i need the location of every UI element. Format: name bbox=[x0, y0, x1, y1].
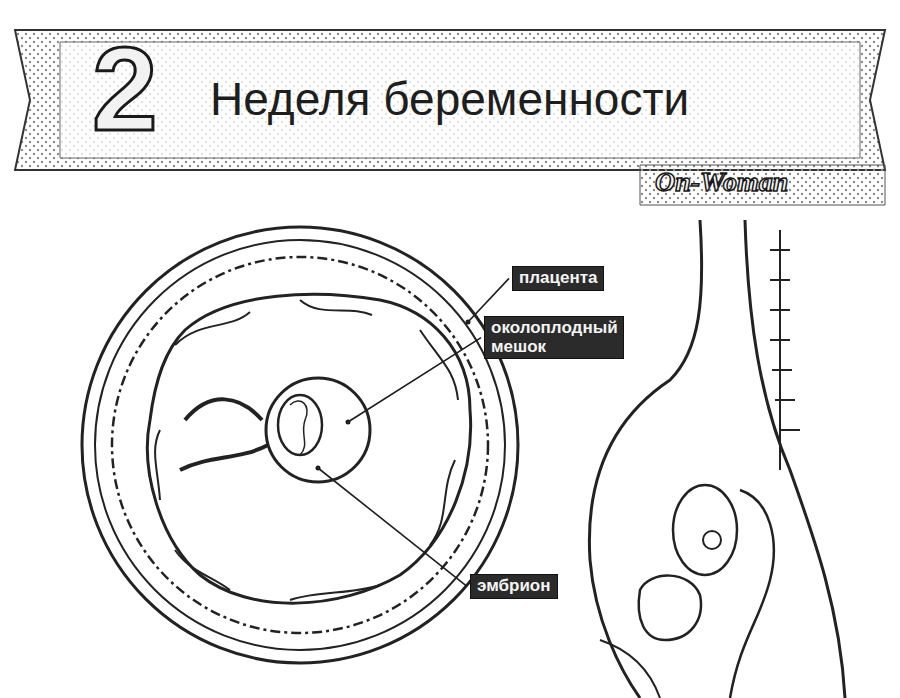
bladder bbox=[639, 576, 701, 640]
uterus bbox=[673, 485, 737, 575]
watermark: On-Woman bbox=[655, 168, 788, 196]
banner-panel bbox=[60, 42, 860, 158]
callout-text: плацента bbox=[519, 269, 597, 288]
back-outline bbox=[745, 220, 845, 698]
leader-dot bbox=[316, 466, 321, 471]
body-profile bbox=[589, 220, 845, 698]
decidua-folds bbox=[155, 300, 458, 600]
leader-line bbox=[348, 338, 481, 422]
connecting-stalk bbox=[180, 445, 268, 470]
pubic-bone bbox=[600, 640, 660, 698]
spine bbox=[770, 230, 800, 470]
uterine-wall bbox=[112, 257, 488, 633]
embryo bbox=[278, 395, 322, 455]
logo-band bbox=[640, 165, 885, 205]
uterine-cavity bbox=[147, 294, 470, 603]
leader-dot bbox=[466, 320, 471, 325]
leader-line bbox=[318, 468, 467, 586]
title: Неделя беременности bbox=[210, 72, 689, 126]
week-number: 2 bbox=[92, 30, 158, 148]
outer-ring bbox=[95, 240, 505, 650]
callout-text: околоплодный мешок bbox=[491, 319, 617, 356]
embryo-position bbox=[703, 531, 721, 549]
connecting-stalk bbox=[185, 399, 262, 420]
callout-text: эмбрион bbox=[477, 577, 551, 596]
uterus-section bbox=[82, 227, 518, 663]
leader-dot bbox=[346, 420, 351, 425]
outer-ring bbox=[82, 227, 518, 663]
callout-box: околоплодный мешок bbox=[484, 316, 624, 359]
amniotic-sac bbox=[266, 378, 370, 482]
rectum bbox=[730, 490, 774, 698]
embryo-detail bbox=[290, 401, 307, 455]
title-banner bbox=[15, 30, 885, 205]
banner-band bbox=[15, 30, 885, 170]
callout-box: эмбрион bbox=[470, 574, 558, 599]
abdomen-outline bbox=[589, 220, 701, 698]
callout-box: плацента bbox=[512, 266, 604, 291]
